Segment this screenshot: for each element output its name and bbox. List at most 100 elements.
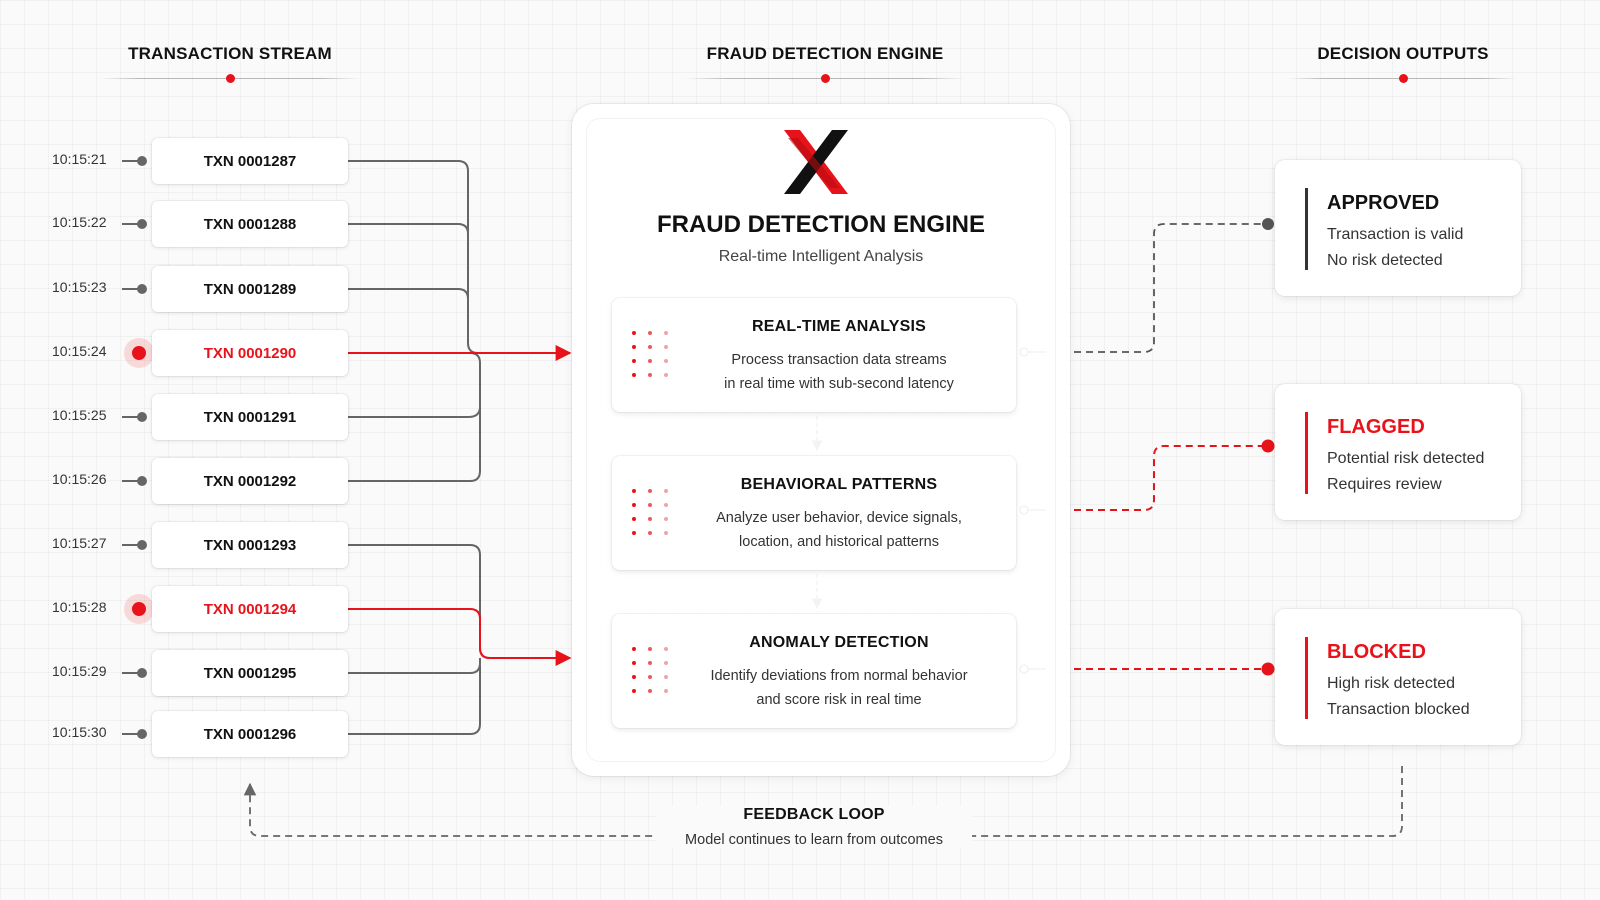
dot bbox=[648, 503, 652, 507]
transaction-row[interactable]: 10:15:22 TXN 0001288 bbox=[0, 201, 360, 247]
wire-txn-7 bbox=[348, 544, 491, 659]
dot bbox=[632, 489, 636, 493]
module-behavioral-patterns[interactable]: BEHAVIORAL PATTERNS Analyze user behavior… bbox=[612, 456, 1016, 570]
feedback-description: Model continues to learn from outcomes bbox=[685, 832, 943, 848]
module-description-line: Analyze user behavior, device signals, bbox=[716, 510, 962, 526]
header-transaction-stream: TRANSACTION STREAM bbox=[100, 44, 360, 84]
header-fraud-detection-engine: FRAUD DETECTION ENGINE bbox=[685, 44, 965, 84]
approved-connector-dot bbox=[1262, 218, 1274, 230]
transaction-id-box[interactable]: TXN 0001295 bbox=[152, 650, 348, 696]
wire-txn-9 bbox=[348, 658, 481, 674]
transaction-row-risk[interactable]: 10:15:24 TXN 0001290 bbox=[0, 330, 360, 376]
status-accent-bar bbox=[1305, 637, 1308, 719]
header-rule bbox=[100, 74, 360, 84]
feedback-loop-label: FEEDBACK LOOP Model continues to learn f… bbox=[656, 806, 972, 848]
timeline-dot bbox=[137, 668, 147, 678]
transaction-time: 10:15:25 bbox=[52, 407, 107, 423]
module-real-time-analysis[interactable]: REAL-TIME ANALYSIS Process transaction da… bbox=[612, 298, 1016, 412]
header-decision-outputs: DECISION OUTPUTS bbox=[1288, 44, 1518, 84]
decision-title: BLOCKED bbox=[1327, 641, 1426, 663]
module-title: BEHAVIORAL PATTERNS bbox=[740, 476, 938, 493]
module-title: REAL-TIME ANALYSIS bbox=[752, 318, 926, 335]
wire-to-approved bbox=[1074, 223, 1268, 353]
wire-txn-1 bbox=[348, 160, 479, 354]
dot bbox=[632, 647, 636, 651]
dot bbox=[632, 331, 636, 335]
transaction-id-box[interactable]: TXN 0001289 bbox=[152, 266, 348, 312]
transaction-id-box[interactable]: TXN 0001290 bbox=[152, 330, 348, 376]
transaction-time: 10:15:23 bbox=[52, 279, 107, 295]
dot bbox=[664, 373, 668, 377]
timeline-tick bbox=[122, 480, 142, 482]
transaction-row[interactable]: 10:15:26 TXN 0001292 bbox=[0, 458, 360, 504]
transaction-id-box[interactable]: TXN 0001293 bbox=[152, 522, 348, 568]
dot bbox=[664, 517, 668, 521]
transaction-time: 10:15:22 bbox=[52, 214, 107, 230]
transaction-id-box[interactable]: TXN 0001287 bbox=[152, 138, 348, 184]
transaction-row[interactable]: 10:15:25 TXN 0001291 bbox=[0, 394, 360, 440]
timeline-tick bbox=[122, 160, 142, 162]
transaction-id-box[interactable]: TXN 0001291 bbox=[152, 394, 348, 440]
wire-txn-2-risk bbox=[348, 608, 572, 666]
wire-txn-10 bbox=[348, 665, 481, 735]
header-rule bbox=[685, 74, 965, 84]
transaction-time: 10:15:29 bbox=[52, 663, 107, 679]
transaction-time: 10:15:26 bbox=[52, 471, 107, 487]
timeline-dot bbox=[137, 729, 147, 739]
timeline-tick bbox=[122, 288, 142, 290]
timeline-dot bbox=[137, 412, 147, 422]
transaction-id-box[interactable]: TXN 0001294 bbox=[152, 586, 348, 632]
transaction-id-box[interactable]: TXN 0001288 bbox=[152, 201, 348, 247]
dot bbox=[648, 373, 652, 377]
timeline-dot bbox=[137, 219, 147, 229]
dot bbox=[632, 503, 636, 507]
dot bbox=[664, 331, 668, 335]
dot bbox=[632, 531, 636, 535]
dot bbox=[664, 531, 668, 535]
dot bbox=[648, 345, 652, 349]
dot bbox=[664, 489, 668, 493]
transaction-id-box[interactable]: TXN 0001296 bbox=[152, 711, 348, 757]
decision-title: FLAGGED bbox=[1327, 416, 1425, 438]
decision-detail: No risk detected bbox=[1327, 252, 1443, 269]
timeline-tick bbox=[122, 544, 142, 546]
blocked-connector-dot bbox=[1261, 662, 1275, 676]
decision-detail: Potential risk detected bbox=[1327, 450, 1485, 467]
risk-indicator-dot bbox=[132, 602, 146, 616]
transaction-row[interactable]: 10:15:29 TXN 0001295 bbox=[0, 650, 360, 696]
dot bbox=[648, 331, 652, 335]
transaction-row[interactable]: 10:15:23 TXN 0001289 bbox=[0, 266, 360, 312]
header-label: DECISION OUTPUTS bbox=[1317, 44, 1489, 63]
wire-txn-3 bbox=[348, 288, 469, 343]
dot bbox=[632, 517, 636, 521]
dot bbox=[648, 531, 652, 535]
status-accent-bar bbox=[1305, 188, 1308, 270]
dot bbox=[648, 489, 652, 493]
header-rule bbox=[1288, 74, 1518, 84]
header-dot bbox=[1398, 74, 1408, 83]
flagged-connector-dot bbox=[1261, 439, 1275, 453]
decision-detail: High risk detected bbox=[1327, 675, 1456, 692]
timeline-tick bbox=[122, 223, 142, 225]
transaction-time: 10:15:24 bbox=[52, 343, 107, 359]
dot bbox=[648, 647, 652, 651]
dot-grid-icon bbox=[632, 647, 672, 695]
dot bbox=[632, 661, 636, 665]
timeline-dot bbox=[137, 156, 147, 166]
header-label: TRANSACTION STREAM bbox=[128, 44, 332, 63]
dot bbox=[664, 647, 668, 651]
module-description-line: location, and historical patterns bbox=[739, 534, 939, 550]
transaction-id-box[interactable]: TXN 0001292 bbox=[152, 458, 348, 504]
decision-detail: Requires review bbox=[1327, 476, 1442, 493]
dot bbox=[664, 345, 668, 349]
dot bbox=[632, 689, 636, 693]
